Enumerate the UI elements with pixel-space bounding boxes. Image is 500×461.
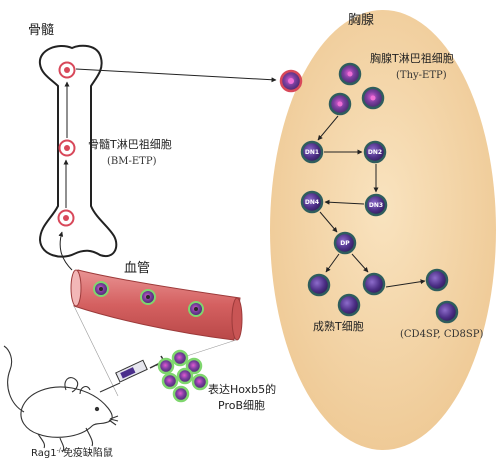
guide-line-left <box>73 305 119 397</box>
thymus-ellipse <box>270 10 496 450</box>
dn4-to-dp-arrow <box>319 211 338 233</box>
dp-to-right-arrow <box>351 253 369 273</box>
mouse-drawing <box>3 345 119 453</box>
bm-etp-zh-label: 骨髓T淋巴祖细胞 <box>88 137 172 151</box>
thymus-label: 胸腺 <box>348 13 374 28</box>
dn2-label: DN2 <box>368 149 382 156</box>
dn3-to-dn4-arrow <box>324 199 365 205</box>
dp-cell: DP <box>333 231 357 255</box>
hoxb5-line2-label: ProB细胞 <box>218 399 265 412</box>
bone <box>38 44 118 258</box>
dn2-cell: DN2 <box>363 140 387 164</box>
vessel-to-bone-arrow <box>58 231 73 271</box>
cd-sp-label: (CD4SP, CD8SP) <box>400 329 483 340</box>
vessel-end-right <box>231 297 243 341</box>
mouse-label-suffix: 免疫缺陷鼠 <box>63 446 113 459</box>
dn3-label: DN3 <box>369 202 383 209</box>
dp-label: DP <box>340 240 350 247</box>
blood-vessel-label: 血管 <box>124 261 150 276</box>
vessel-cells <box>93 281 204 317</box>
vessel-end-left <box>70 269 82 307</box>
etp-to-dn1-arrow <box>317 115 339 141</box>
bm-etp-en-label: (BM-ETP) <box>107 156 157 167</box>
dn4-label: DN4 <box>305 199 319 206</box>
thy-etp-entry-cell <box>279 69 303 93</box>
sp-cells <box>425 268 459 324</box>
dn4-cell: DN4 <box>300 190 324 214</box>
thy-etp-cluster <box>328 62 385 116</box>
bone-marrow-label: 骨髓 <box>28 23 54 38</box>
bone-to-thymus-arrow <box>75 68 277 83</box>
mouse-label: Rag1-/-免疫缺陷鼠 <box>31 446 113 459</box>
mouse-label-sup: -/- <box>57 447 63 454</box>
bm-etp-cells <box>57 61 76 227</box>
dn1-cell: DN1 <box>300 140 324 164</box>
mouse-label-prefix: Rag1 <box>31 448 57 459</box>
mature-to-sp-arrow <box>385 279 426 288</box>
blood-vessel <box>73 269 241 341</box>
thy-etp-zh-label: 胸腺T淋巴祖细胞 <box>370 51 454 65</box>
mature-t-cells <box>307 272 386 317</box>
thy-etp-en-label: (Thy-ETP) <box>396 70 447 81</box>
mature-t-label: 成熟T细胞 <box>313 319 364 333</box>
dp-to-left-arrow <box>325 253 340 273</box>
dn3-cell: DN3 <box>364 193 388 217</box>
syringe <box>99 355 168 393</box>
hoxb5-line1-label: 表达Hoxb5的 <box>208 382 276 396</box>
dn1-label: DN1 <box>305 149 319 156</box>
hoxb5-prob-cluster <box>157 349 209 403</box>
